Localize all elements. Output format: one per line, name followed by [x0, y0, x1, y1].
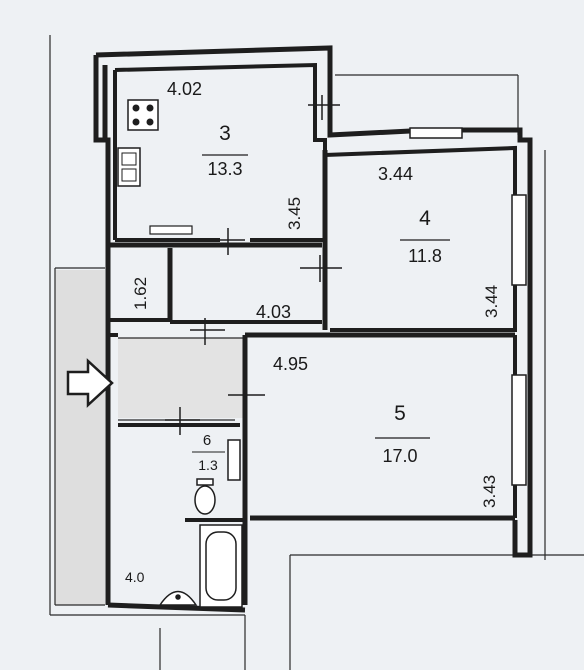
shaded-area-left [55, 270, 105, 605]
room-3-depth: 3.45 [285, 197, 304, 230]
room-5-width: 4.95 [273, 354, 308, 374]
room-3-area: 13.3 [207, 159, 242, 179]
stove-icon [127, 99, 159, 131]
room-5-area: 17.0 [382, 446, 417, 466]
room-3-number: 3 [219, 122, 231, 145]
bathroom-area: 4.0 [125, 569, 145, 585]
windows [409, 127, 527, 486]
shaded-area-hall [118, 338, 243, 418]
toilet-icon [194, 478, 216, 515]
room-3-width: 4.02 [167, 79, 202, 99]
door-marks [165, 95, 342, 435]
kitchen-sink-icon [117, 147, 141, 187]
wc-sink-icon [227, 439, 241, 481]
room-5-number: 5 [394, 402, 406, 425]
window-room-5-side [511, 374, 527, 486]
room-4-width: 3.44 [378, 164, 413, 184]
walls [93, 45, 533, 613]
entrance-arrow-icon [66, 358, 114, 408]
window-room-4-side [511, 194, 527, 286]
bathtub-icon [199, 524, 243, 608]
washbasin-icon [158, 590, 198, 606]
corridor-depth: 1.62 [131, 277, 150, 310]
room-4-depth: 3.44 [482, 285, 501, 318]
room-6-number: 6 [203, 432, 211, 449]
window-room-4-top [409, 127, 463, 139]
room-6-area: 1.3 [198, 457, 218, 473]
room-4-area: 11.8 [408, 246, 442, 266]
corridor-width: 4.03 [256, 302, 291, 322]
radiator-icon [149, 225, 193, 235]
room-4-number: 4 [419, 207, 431, 230]
room-5-depth: 3.43 [480, 475, 499, 508]
